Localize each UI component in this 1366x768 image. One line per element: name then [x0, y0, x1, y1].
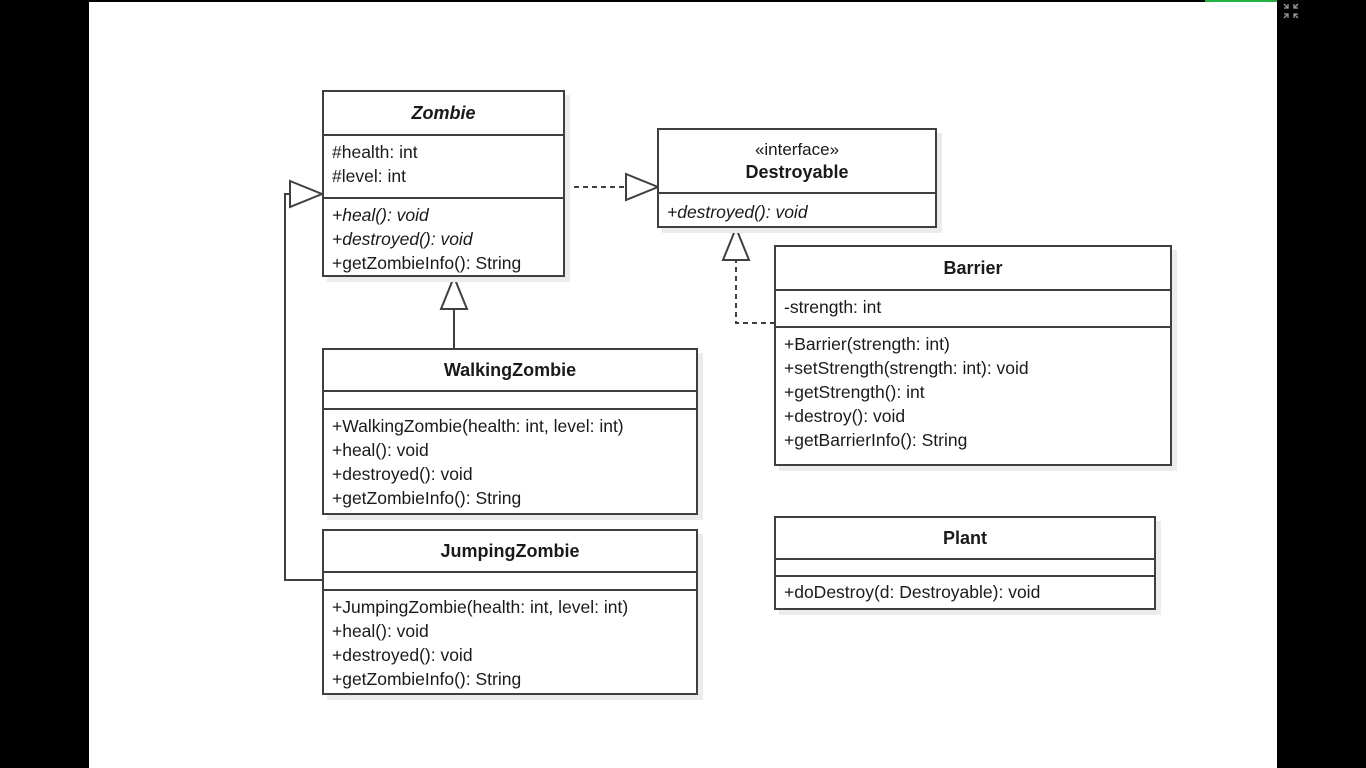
method: +getZombieInfo(): String	[332, 669, 522, 689]
class-barrier-methods: +Barrier(strength: int) +setStrength(str…	[776, 328, 1170, 452]
method: +getZombieInfo(): String	[332, 253, 522, 273]
class-barrier-name: Barrier	[943, 258, 1003, 278]
exit-fullscreen-icon[interactable]	[1282, 2, 1300, 20]
generalization-walking-zombie	[439, 274, 469, 349]
interface-destroyable-name: Destroyable	[745, 162, 849, 182]
method: +destroyed(): void	[332, 464, 473, 484]
method: +setStrength(strength: int): void	[784, 358, 1029, 378]
class-walking-zombie-header: WalkingZombie	[324, 350, 696, 392]
class-plant-name: Plant	[942, 528, 987, 548]
method: +doDestroy(d: Destroyable): void	[784, 582, 1041, 602]
class-barrier-header: Barrier	[776, 247, 1170, 291]
method: +getStrength(): int	[784, 382, 925, 402]
method: +destroyed(): void	[332, 229, 473, 249]
class-zombie[interactable]: Zombie #health: int #level: int +heal():…	[322, 90, 565, 277]
class-barrier[interactable]: Barrier -strength: int +Barrier(strength…	[774, 245, 1172, 466]
top-bar	[89, 0, 1277, 2]
class-jumping-zombie-attributes	[324, 573, 696, 591]
method: +destroy(): void	[784, 406, 906, 426]
realization-zombie-destroyable	[565, 172, 661, 202]
realization-barrier-destroyable	[721, 225, 775, 324]
method: +heal(): void	[332, 440, 429, 460]
interface-destroyable-header: «interface» Destroyable	[659, 130, 935, 194]
stereotype-label: «interface»	[754, 140, 840, 159]
method: +WalkingZombie(health: int, level: int)	[332, 416, 624, 436]
class-plant[interactable]: Plant +doDestroy(d: Destroyable): void	[774, 516, 1156, 610]
class-plant-header: Plant	[776, 518, 1154, 560]
class-jumping-zombie-methods: +JumpingZombie(health: int, level: int) …	[324, 591, 696, 691]
method: +heal(): void	[332, 621, 429, 641]
class-jumping-zombie-header: JumpingZombie	[324, 531, 696, 573]
method: +heal(): void	[332, 205, 429, 225]
class-barrier-attributes: -strength: int	[776, 291, 1170, 328]
method: +getBarrierInfo(): String	[784, 430, 968, 450]
class-zombie-methods: +heal(): void +destroyed(): void +getZom…	[324, 199, 563, 275]
class-jumping-zombie[interactable]: JumpingZombie +JumpingZombie(health: int…	[322, 529, 698, 695]
attribute: #health: int	[332, 142, 418, 162]
attribute: -strength: int	[784, 297, 882, 317]
progress-indicator	[1205, 0, 1277, 2]
method: +destroyed(): void	[667, 202, 808, 222]
interface-destroyable[interactable]: «interface» Destroyable +destroyed(): vo…	[657, 128, 937, 228]
attribute: #level: int	[332, 166, 406, 186]
class-jumping-zombie-name: JumpingZombie	[440, 541, 580, 561]
class-zombie-attributes: #health: int #level: int	[324, 136, 563, 199]
class-zombie-header: Zombie	[324, 92, 563, 136]
method: +Barrier(strength: int)	[784, 334, 950, 354]
class-walking-zombie-methods: +WalkingZombie(health: int, level: int) …	[324, 410, 696, 510]
generalization-jumping-zombie	[284, 179, 325, 581]
class-zombie-name: Zombie	[411, 103, 476, 123]
class-walking-zombie[interactable]: WalkingZombie +WalkingZombie(health: int…	[322, 348, 698, 515]
method: +getZombieInfo(): String	[332, 488, 522, 508]
class-plant-attributes	[776, 560, 1154, 577]
class-plant-methods: +doDestroy(d: Destroyable): void	[776, 577, 1154, 604]
interface-destroyable-methods: +destroyed(): void	[659, 194, 935, 224]
class-walking-zombie-attributes	[324, 392, 696, 410]
method: +JumpingZombie(health: int, level: int)	[332, 597, 629, 617]
method: +destroyed(): void	[332, 645, 473, 665]
class-walking-zombie-name: WalkingZombie	[443, 360, 577, 380]
